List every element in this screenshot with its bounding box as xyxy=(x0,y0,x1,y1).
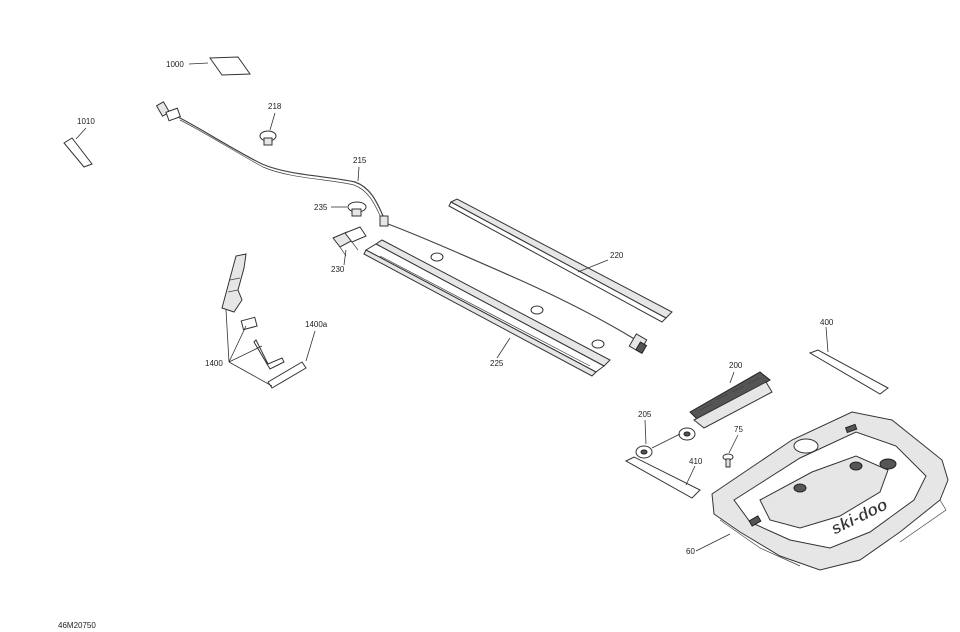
part-1010-decal[interactable] xyxy=(63,137,93,168)
part-225-channel-rail[interactable] xyxy=(363,239,611,377)
callout-218: 218 xyxy=(268,102,282,111)
callout-225: 225 xyxy=(490,359,504,368)
callout-1010: 1010 xyxy=(77,117,95,126)
part-205-grommet[interactable] xyxy=(635,427,696,459)
callout-410: 410 xyxy=(689,457,703,466)
callout-75: 75 xyxy=(734,425,743,434)
callout-215: 215 xyxy=(353,156,367,165)
part-218-fastener[interactable] xyxy=(259,130,277,146)
part-215-wiring-harness[interactable] xyxy=(155,101,648,355)
part-1400-tool-kit[interactable] xyxy=(221,253,285,370)
callout-220: 220 xyxy=(610,251,624,260)
drawing-code: 46M20750 xyxy=(58,621,96,630)
callout-205: 205 xyxy=(638,410,652,419)
callout-1000: 1000 xyxy=(166,60,184,69)
callout-1400: 1400 xyxy=(205,359,223,368)
part-200-grille[interactable] xyxy=(689,371,773,429)
part-1000-decal[interactable] xyxy=(209,56,251,76)
callout-60: 60 xyxy=(686,547,695,556)
part-400-side-trim[interactable] xyxy=(808,349,889,395)
part-230-bracket[interactable] xyxy=(332,226,367,257)
part-75-screw[interactable] xyxy=(722,453,734,468)
callout-230: 230 xyxy=(331,265,345,274)
part-60-hood[interactable]: ski-doo xyxy=(711,411,949,571)
callout-200: 200 xyxy=(729,361,743,370)
callout-1400a: 1400a xyxy=(305,320,328,329)
part-1400a-strap[interactable] xyxy=(267,361,307,389)
callout-400: 400 xyxy=(820,318,834,327)
part-410-trim[interactable] xyxy=(624,456,701,499)
part-235-clip[interactable] xyxy=(347,201,367,217)
part-220-trim-strip[interactable] xyxy=(448,198,673,323)
callout-235: 235 xyxy=(314,203,328,212)
